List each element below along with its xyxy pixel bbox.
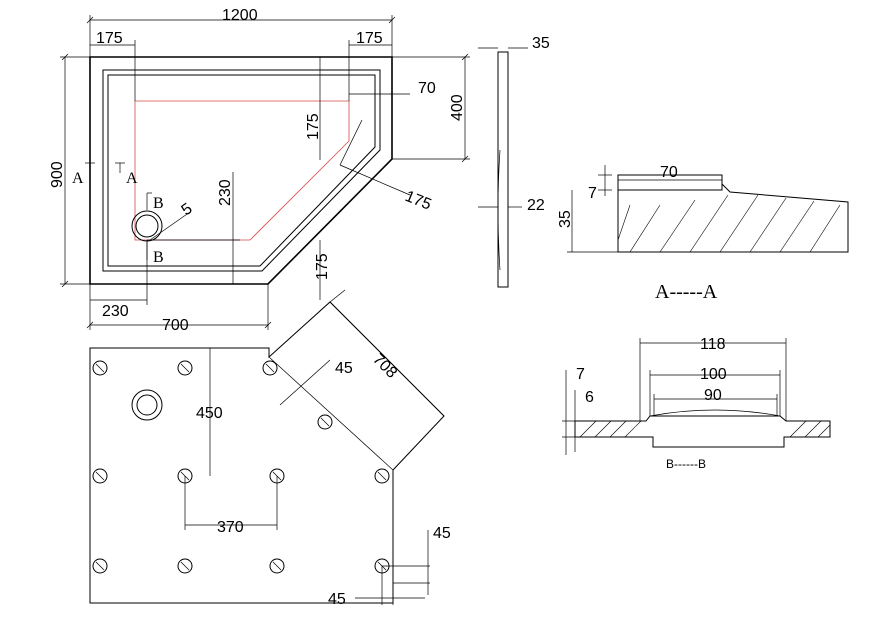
foot-slot bbox=[95, 561, 105, 571]
tray-outline bbox=[89, 56, 393, 285]
dim-400: 400 bbox=[449, 94, 466, 121]
dim-70-rim: 70 bbox=[418, 80, 436, 97]
foot-icon bbox=[177, 558, 193, 574]
foot-icon bbox=[374, 468, 390, 484]
side-view: 35 22 bbox=[478, 35, 550, 288]
dim-230-vertical: 230 bbox=[217, 179, 234, 206]
dim-7-bb: 7 bbox=[576, 366, 585, 383]
foot-icon bbox=[262, 360, 278, 376]
section-b-bottom: B bbox=[153, 249, 164, 266]
top-view: 1200 175 175 900 A A B B 70 bbox=[49, 7, 470, 334]
dim-175-inner: 175 bbox=[305, 113, 322, 140]
dim-22-side: 22 bbox=[527, 197, 545, 214]
section-a-left: A bbox=[72, 170, 84, 187]
dim-370: 370 bbox=[217, 519, 244, 536]
foot-slot bbox=[95, 471, 105, 481]
dim-35-side: 35 bbox=[532, 35, 550, 52]
dim-45-top: 45 bbox=[335, 360, 353, 377]
dim-708: 708 bbox=[369, 351, 400, 382]
drain-bottom-icon bbox=[131, 389, 163, 421]
dim-1200: 1200 bbox=[222, 7, 258, 24]
foot-slot bbox=[95, 363, 105, 373]
section-bb: 118 100 90 7 6 B------B bbox=[562, 336, 831, 471]
foot-slot bbox=[180, 561, 190, 571]
dim-6-bb: 6 bbox=[585, 389, 594, 406]
dim-5: 5 bbox=[179, 200, 196, 219]
foot-icon bbox=[92, 360, 108, 376]
bottom-view: 708 45 450 370 45 45 bbox=[89, 289, 451, 608]
foot-icon bbox=[92, 468, 108, 484]
dim-7-section: 7 bbox=[588, 185, 597, 202]
dim-70-section: 70 bbox=[660, 164, 678, 181]
section-a-right: A bbox=[126, 170, 138, 187]
dim-230-horizontal: 230 bbox=[102, 303, 129, 320]
foot-icon bbox=[177, 360, 193, 376]
dim-700: 700 bbox=[162, 317, 189, 334]
section-aa-label: A-----A bbox=[655, 281, 718, 303]
dim-175-bottom: 175 bbox=[314, 253, 331, 280]
dim-450: 450 bbox=[196, 405, 223, 422]
feet-group bbox=[92, 360, 390, 574]
dim-175-right: 175 bbox=[356, 30, 383, 47]
dim-900: 900 bbox=[49, 161, 66, 188]
dim-175-diag: 175 bbox=[403, 188, 434, 214]
dim-100: 100 bbox=[700, 366, 727, 383]
foot-slot bbox=[272, 561, 282, 571]
foot-slot bbox=[265, 363, 275, 373]
dim-35-section: 35 bbox=[557, 210, 574, 228]
dim-118: 118 bbox=[700, 336, 726, 353]
dim-90: 90 bbox=[704, 387, 722, 404]
dim-45-bottom: 45 bbox=[328, 591, 346, 608]
foot-icon bbox=[317, 414, 333, 430]
foot-icon bbox=[92, 558, 108, 574]
foot-slot bbox=[377, 471, 387, 481]
dim-175-left: 175 bbox=[96, 30, 123, 47]
section-bb-label: B------B bbox=[666, 457, 706, 471]
section-b-top: B bbox=[153, 195, 164, 212]
drain-icon bbox=[131, 210, 163, 242]
section-aa: 70 7 35 A-----A bbox=[557, 164, 849, 303]
foot-slot bbox=[180, 363, 190, 373]
foot-icon bbox=[269, 558, 285, 574]
dim-45-right: 45 bbox=[433, 525, 451, 542]
foot-slot bbox=[320, 417, 330, 427]
